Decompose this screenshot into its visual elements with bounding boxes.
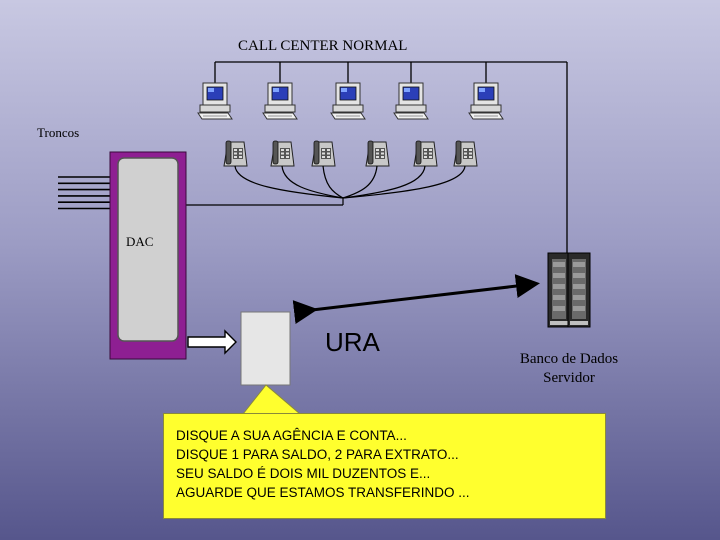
diagram-title: CALL CENTER NORMAL bbox=[238, 38, 408, 54]
telephone-icon bbox=[311, 140, 336, 167]
computer-icon bbox=[197, 82, 233, 120]
phone-group bbox=[223, 140, 478, 167]
ura-label: URA bbox=[325, 327, 380, 357]
telephone-icon bbox=[453, 140, 478, 167]
workstation-group bbox=[197, 82, 504, 120]
dac-label: DAC bbox=[126, 234, 154, 249]
dac-cabinet bbox=[109, 151, 187, 360]
phone-cords bbox=[234, 165, 466, 199]
server-rack-icon bbox=[547, 252, 571, 328]
computer-icon bbox=[262, 82, 298, 120]
computer-icon bbox=[468, 82, 504, 120]
lan-bus bbox=[215, 61, 568, 255]
ivr-message-line: SEU SALDO É DOIS MIL DUZENTOS E... bbox=[176, 466, 431, 481]
telephone-icon bbox=[223, 140, 248, 167]
dac-to-ura-arrow bbox=[187, 329, 237, 355]
trunk-lines bbox=[58, 176, 112, 210]
database-label-line2: Servidor bbox=[543, 370, 595, 386]
phone-cord bbox=[281, 165, 344, 199]
ivr-message-line: AGUARDE QUE ESTAMOS TRANSFERINDO ... bbox=[176, 485, 470, 500]
phone-cord bbox=[322, 165, 344, 199]
ivr-message-line: DISQUE A SUA AGÊNCIA E CONTA... bbox=[176, 428, 407, 443]
phone-cord bbox=[342, 165, 426, 199]
callout-pointer bbox=[241, 384, 302, 415]
ivr-message-callout: DISQUE A SUA AGÊNCIA E CONTA... DISQUE 1… bbox=[163, 413, 606, 519]
server-rack-icon bbox=[567, 252, 591, 328]
computer-icon bbox=[393, 82, 429, 120]
computer-icon bbox=[330, 82, 366, 120]
database-label: Banco de Dados Servidor bbox=[506, 350, 632, 388]
ivr-message-line: DISQUE 1 PARA SALDO, 2 PARA EXTRATO... bbox=[176, 447, 459, 462]
lan-drops bbox=[214, 62, 487, 83]
trunks-label: Troncos bbox=[37, 125, 80, 140]
phone-cord bbox=[342, 165, 466, 199]
ura-database-link bbox=[292, 274, 540, 325]
phone-cord bbox=[234, 165, 344, 199]
database-label-line1: Banco de Dados bbox=[519, 351, 619, 367]
telephone-icon bbox=[270, 140, 295, 167]
telephone-icon bbox=[413, 140, 438, 167]
server-rack-group bbox=[547, 252, 591, 328]
telephone-icon bbox=[365, 140, 390, 167]
phone-cord bbox=[342, 165, 378, 199]
ura-box bbox=[240, 311, 291, 386]
